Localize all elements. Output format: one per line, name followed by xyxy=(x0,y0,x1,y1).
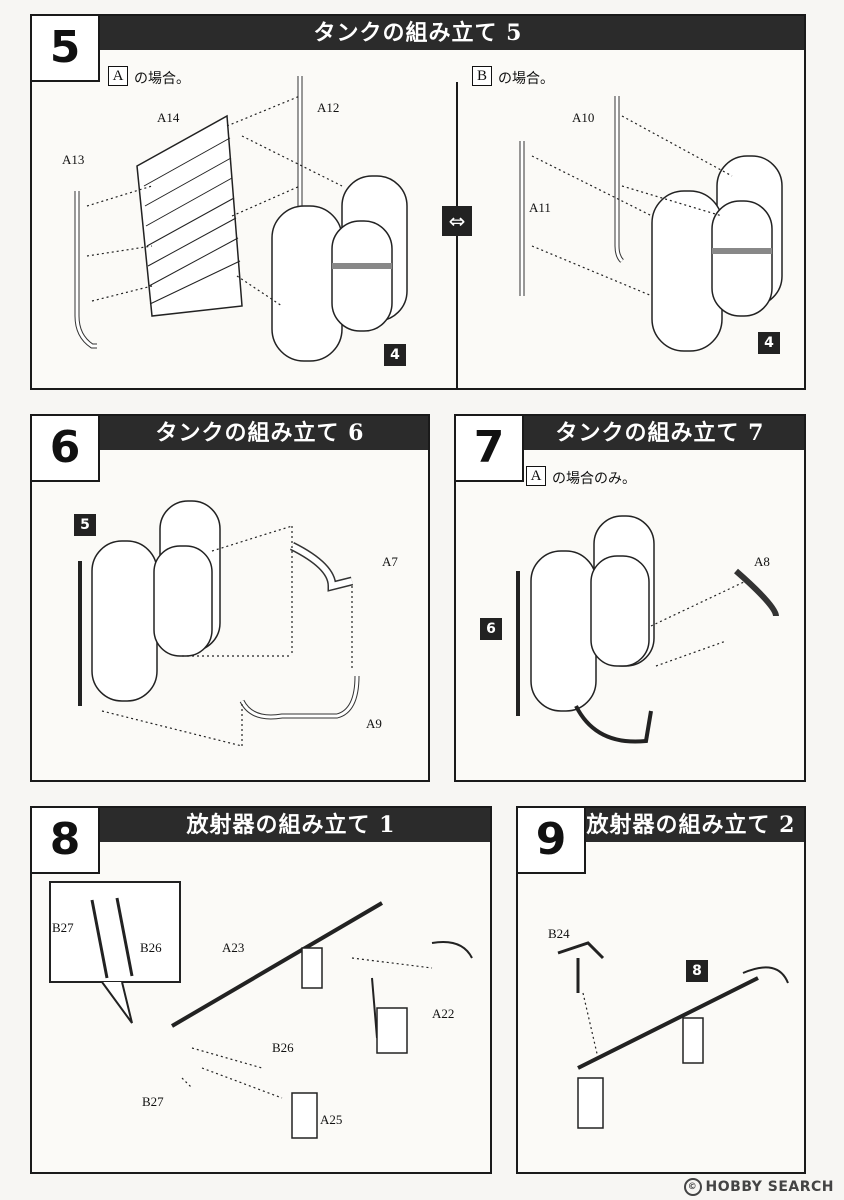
step5-option-b-box: B xyxy=(472,66,492,86)
step6-number: 6 xyxy=(32,416,100,482)
part-label-a12: A12 xyxy=(317,100,340,115)
step9-number: 9 xyxy=(518,808,586,874)
step5-title: タンクの組み立て 5 xyxy=(32,16,804,50)
step6-ref: 5 xyxy=(74,514,96,536)
step8-title: 放射器の組み立て 1 xyxy=(32,808,490,842)
part-label-a10: A10 xyxy=(572,110,595,125)
step6-panel: タンクの組み立て 6 6 5 A7 A9 xyxy=(30,414,430,782)
part-label-a23: A23 xyxy=(222,940,245,955)
step5-option-b-note: の場合。 xyxy=(498,71,554,87)
part-label-a22: A22 xyxy=(432,1006,455,1021)
step9-illustration xyxy=(557,941,789,1129)
step5-left-ref: 4 xyxy=(384,344,406,366)
part-label-b27: B27 xyxy=(142,1094,164,1109)
part-label-a7: A7 xyxy=(382,554,398,569)
step7-option-a-box: A xyxy=(526,466,546,486)
step7-option-note: の場合のみ。 xyxy=(552,471,636,487)
part-label-b26: B26 xyxy=(272,1040,294,1055)
step9-ref: 8 xyxy=(686,960,708,982)
part-label-b26-inset: B26 xyxy=(140,940,162,955)
part-label-a9: A9 xyxy=(366,716,382,731)
part-label-b27-inset: B27 xyxy=(52,920,74,935)
step5-illustration xyxy=(74,76,783,362)
step9-panel: 放射器の組み立て 2 9 B24 8 xyxy=(516,806,806,1174)
step5-panel: タンクの組み立て 5 5 xyxy=(30,14,806,390)
part-label-b24: B24 xyxy=(548,926,570,941)
step7-ref: 6 xyxy=(480,618,502,640)
part-label-a11: A11 xyxy=(529,200,551,215)
part-label-a8: A8 xyxy=(754,554,770,569)
part-label-a13: A13 xyxy=(62,152,85,167)
step7-panel: タンクの組み立て 7 7 A の場合のみ。 A8 6 xyxy=(454,414,806,782)
step5-right-ref: 4 xyxy=(758,332,780,354)
step7-number: 7 xyxy=(456,416,524,482)
hobby-search-watermark: ©HOBBY SEARCH xyxy=(683,1178,834,1196)
step8-number: 8 xyxy=(32,808,100,874)
step5-option-a-box: A xyxy=(108,66,128,86)
step5-option-a-note: の場合。 xyxy=(134,71,190,87)
part-label-a14: A14 xyxy=(157,110,180,125)
step5-number: 5 xyxy=(32,16,100,82)
step6-illustration xyxy=(78,500,360,747)
part-label-a25: A25 xyxy=(320,1112,343,1127)
step8-illustration xyxy=(49,881,473,1139)
copyright-mark: © xyxy=(683,1178,702,1196)
step8-panel: 放射器の組み立て 1 8 B27 B26 A23 A22 B26 B27 A25 xyxy=(30,806,492,1174)
watermark-text: HOBBY SEARCH xyxy=(705,1179,834,1195)
step7-illustration xyxy=(516,515,779,744)
swap-arrows-icon: ⇔ xyxy=(442,206,472,236)
